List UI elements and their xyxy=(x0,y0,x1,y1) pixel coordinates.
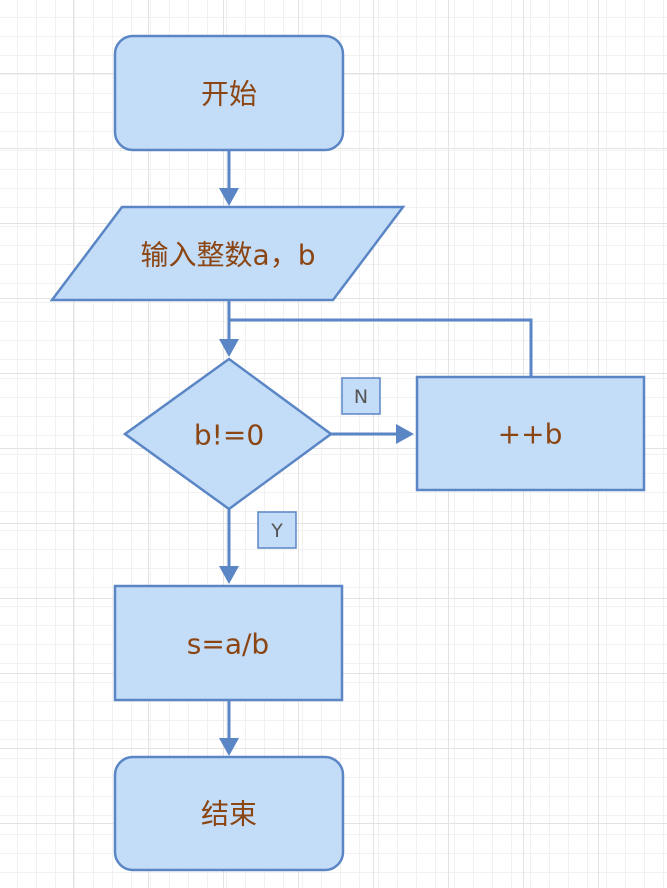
edge-start-to-input xyxy=(219,150,239,206)
yes-branch-label-text: Y xyxy=(270,520,283,542)
no-branch-label: N xyxy=(341,377,381,415)
condition-node[interactable]: b!=0 xyxy=(122,357,334,511)
compute-node-label: s=a/b xyxy=(187,628,269,661)
condition-node-label: b!=0 xyxy=(194,419,264,452)
no-branch-label-text: N xyxy=(354,386,368,408)
edge-compute-to-end xyxy=(219,700,239,756)
increment-node[interactable]: ++b xyxy=(415,375,646,492)
end-node-label: 结束 xyxy=(201,798,257,831)
input-node[interactable]: 输入整数a，b xyxy=(49,205,406,302)
edge-loop-back xyxy=(229,318,533,377)
end-node[interactable]: 结束 xyxy=(113,755,345,872)
edge-condition-no-to-increment xyxy=(331,424,414,444)
edge-input-to-condition xyxy=(219,300,239,357)
start-node-label: 开始 xyxy=(201,78,257,111)
input-node-label: 输入整数a，b xyxy=(141,239,316,272)
yes-branch-label: Y xyxy=(257,511,297,549)
increment-node-label: ++b xyxy=(498,418,563,451)
compute-node[interactable]: s=a/b xyxy=(113,584,344,702)
start-node[interactable]: 开始 xyxy=(113,34,345,152)
edge-condition-yes-to-compute xyxy=(219,509,239,584)
